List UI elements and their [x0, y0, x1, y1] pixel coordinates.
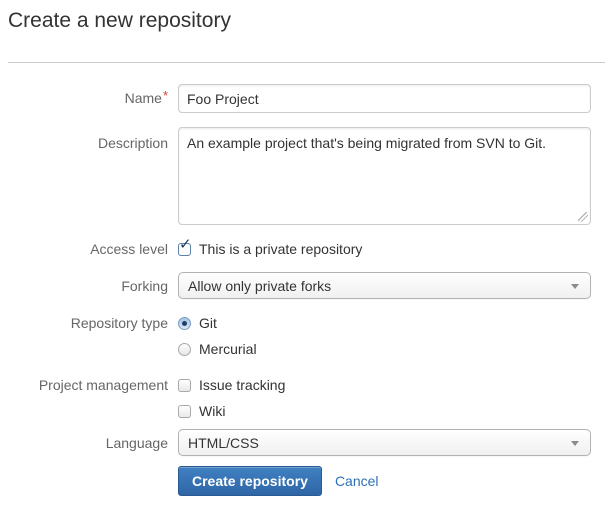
issue-tracking-option: Issue tracking: [178, 372, 285, 398]
repo-type-option-mercurial: Mercurial: [178, 336, 257, 362]
mercurial-option-label[interactable]: Mercurial: [199, 341, 257, 357]
create-repository-form: Name* Description An example project tha…: [8, 84, 604, 496]
forking-select[interactable]: Allow only private forks: [178, 272, 591, 299]
private-repository-checkbox[interactable]: ✓: [178, 237, 192, 256]
language-row: Language HTML/CSS: [8, 429, 604, 456]
repo-type-option-git: Git: [178, 310, 257, 336]
language-label: Language: [105, 434, 168, 451]
checkmark-icon: ✓: [179, 235, 192, 253]
chevron-down-icon: [571, 441, 579, 446]
project-management-label: Project management: [38, 377, 168, 393]
git-radio[interactable]: [178, 316, 191, 330]
cancel-link[interactable]: Cancel: [334, 473, 379, 489]
name-input[interactable]: [178, 84, 591, 113]
repository-type-row: Repository type Git Mercurial: [8, 310, 604, 362]
issue-tracking-checkbox[interactable]: [178, 378, 191, 392]
language-select[interactable]: HTML/CSS: [178, 429, 591, 456]
language-selected-value: HTML/CSS: [188, 434, 259, 451]
page-title: Create a new repository: [8, 9, 231, 32]
forking-row: Forking Allow only private forks: [8, 272, 604, 299]
description-row: Description An example project that's be…: [8, 127, 604, 225]
name-row: Name*: [8, 84, 604, 113]
create-repository-page: Create a new repository Name* Descriptio…: [8, 9, 605, 496]
repository-type-label: Repository type: [70, 315, 168, 331]
name-label: Name*: [124, 88, 168, 106]
description-label: Description: [97, 135, 168, 151]
wiki-option: Wiki: [178, 398, 285, 424]
forking-label: Forking: [121, 277, 168, 294]
radio-dot-icon: [182, 320, 187, 326]
resize-grip-icon[interactable]: [578, 212, 588, 222]
description-textarea[interactable]: An example project that's being migrated…: [178, 127, 591, 225]
private-repository-option-label[interactable]: This is a private repository: [199, 241, 363, 257]
forking-selected-value: Allow only private forks: [188, 277, 332, 294]
mercurial-radio[interactable]: [178, 342, 191, 356]
issue-tracking-option-label[interactable]: Issue tracking: [199, 377, 286, 393]
access-level-row: Access level ✓ This is a private reposit…: [8, 237, 604, 259]
project-management-row: Project management Issue tracking Wiki: [8, 372, 604, 424]
access-level-label: Access level: [90, 241, 168, 257]
wiki-checkbox[interactable]: [178, 404, 191, 418]
title-divider: [8, 62, 605, 63]
actions-row: Create repository Cancel: [8, 466, 604, 496]
wiki-option-label[interactable]: Wiki: [199, 403, 226, 419]
git-option-label[interactable]: Git: [199, 315, 217, 331]
create-repository-button[interactable]: Create repository: [178, 466, 322, 496]
chevron-down-icon: [571, 284, 579, 289]
required-asterisk: *: [162, 88, 168, 103]
